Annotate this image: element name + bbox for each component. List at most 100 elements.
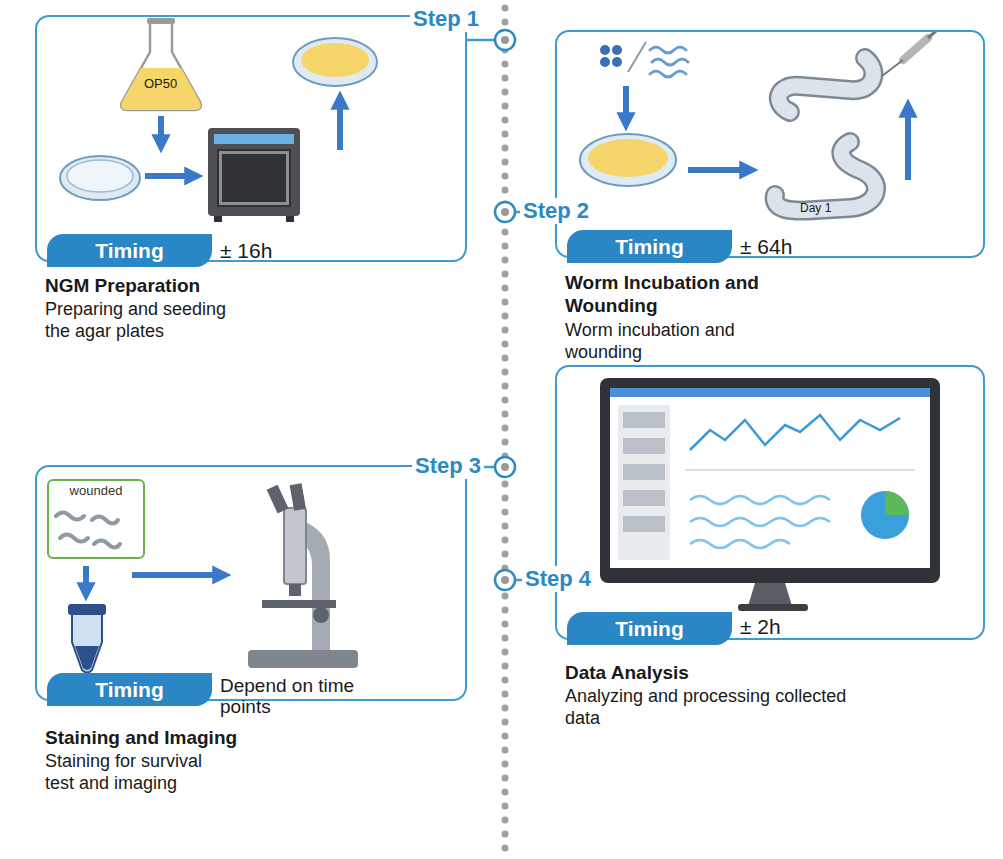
small-worms-icon <box>92 517 118 524</box>
timeline <box>495 570 515 590</box>
eggs-and-worms-icon <box>628 42 646 72</box>
step-panel: Step 4Timing <box>555 365 985 640</box>
monitor-icon <box>885 491 909 515</box>
timeline <box>495 30 515 50</box>
monitor-icon <box>610 388 930 397</box>
timing-tab: Timing <box>567 612 732 645</box>
step-title: NGM Preparation <box>45 275 200 298</box>
tube-icon <box>75 646 99 670</box>
flow-arrow <box>86 566 218 588</box>
monitor-icon <box>685 469 915 471</box>
syringe-icon <box>928 31 936 38</box>
monitor-icon <box>690 415 900 450</box>
timeline <box>495 202 515 222</box>
eggs-and-worms-icon <box>600 45 610 55</box>
eggs-and-worms-icon <box>612 45 622 55</box>
flow-arrow <box>905 112 911 180</box>
eggs-and-worms-icon <box>600 42 688 77</box>
monitor-icon <box>690 496 830 504</box>
worm-icon <box>775 142 876 211</box>
microscope-icon <box>267 485 289 514</box>
timing-value: Depend on time points <box>220 676 370 718</box>
timing-label: Timing <box>95 239 163 263</box>
eggs-and-worms-icon <box>650 47 686 53</box>
flow-arrow <box>688 167 745 173</box>
timing-label: Timing <box>615 235 683 259</box>
monitor-icon <box>610 388 930 568</box>
monitor-icon <box>600 378 940 611</box>
incubator-icon <box>214 134 294 144</box>
flow-arrow <box>145 173 190 179</box>
flask-icon <box>121 68 201 110</box>
microscope-icon <box>262 600 336 608</box>
timing-label: Timing <box>615 617 683 641</box>
step-title: Staining and Imaging <box>45 727 237 750</box>
step-panel: Step 1Timing <box>35 15 467 262</box>
timeline <box>501 576 509 584</box>
step-title: Data Analysis <box>565 662 689 685</box>
monitor-icon <box>738 604 808 611</box>
worm-icon <box>779 58 874 112</box>
microscope-icon <box>290 483 306 511</box>
incubator-icon <box>222 154 286 202</box>
small-worms-icon <box>56 513 84 520</box>
eggs-and-worms-icon <box>652 59 688 65</box>
flow-arrow <box>132 572 218 578</box>
timeline <box>467 39 495 42</box>
microscope-icon <box>284 508 306 584</box>
worm-icon <box>779 58 874 112</box>
flow-arrow <box>83 566 89 588</box>
eggs-and-worms-icon <box>612 57 622 67</box>
worm-icon <box>775 58 876 211</box>
timeline <box>467 8 555 852</box>
eggs-and-worms-icon <box>650 71 686 77</box>
monitor-icon <box>623 490 665 506</box>
timing-value: ± 64h <box>740 234 792 259</box>
tube-icon <box>68 604 106 673</box>
incubator-icon <box>218 150 290 206</box>
syringe-icon <box>882 31 936 76</box>
timeline <box>502 8 509 852</box>
incubator-icon <box>208 128 300 222</box>
timeline <box>501 36 509 44</box>
small-worms-icon <box>94 541 120 548</box>
syringe-icon <box>903 38 928 60</box>
monitor-icon <box>690 540 790 548</box>
step-description: Worm incubation and wounding <box>565 320 765 363</box>
step-panel: Step 2Timing <box>555 30 985 258</box>
timing-tab: Timing <box>47 234 212 267</box>
microscope-icon <box>248 483 358 668</box>
flask-icon <box>121 18 201 110</box>
timing-tab: Timing <box>567 230 732 263</box>
incubator-icon <box>214 216 222 222</box>
timing-value: ± 16h <box>220 238 272 263</box>
petri-dish <box>580 134 676 186</box>
monitor-icon <box>600 378 940 583</box>
step-title: Worm Incubation and Wounding <box>565 272 800 318</box>
step-label: Step 3 <box>412 453 484 479</box>
monitor-icon <box>861 491 909 539</box>
incubator-icon <box>208 128 300 216</box>
step-panel: Step 3woundedTiming <box>35 465 467 701</box>
timeline <box>495 457 515 477</box>
step-description: Analyzing and processing collected data <box>565 686 875 729</box>
worm-icon <box>775 142 876 211</box>
monitor-icon <box>623 464 665 480</box>
step-label: Step 4 <box>522 566 594 592</box>
stage-label: Day 1 <box>800 201 831 215</box>
monitor-icon <box>690 518 830 526</box>
flow-arrow <box>337 104 343 150</box>
step-label: Step 1 <box>410 6 482 32</box>
timeline <box>501 463 509 471</box>
microscope-icon <box>289 584 301 596</box>
eggs-and-worms-icon <box>600 57 610 67</box>
flask-icon <box>121 22 201 110</box>
culture-name: OP50 <box>144 76 177 92</box>
flask-icon <box>147 18 175 24</box>
tube-icon <box>68 604 106 615</box>
petri-dish <box>580 134 676 186</box>
sample-label: wounded <box>49 481 143 498</box>
timeline <box>501 208 509 216</box>
incubator-icon <box>286 216 294 222</box>
